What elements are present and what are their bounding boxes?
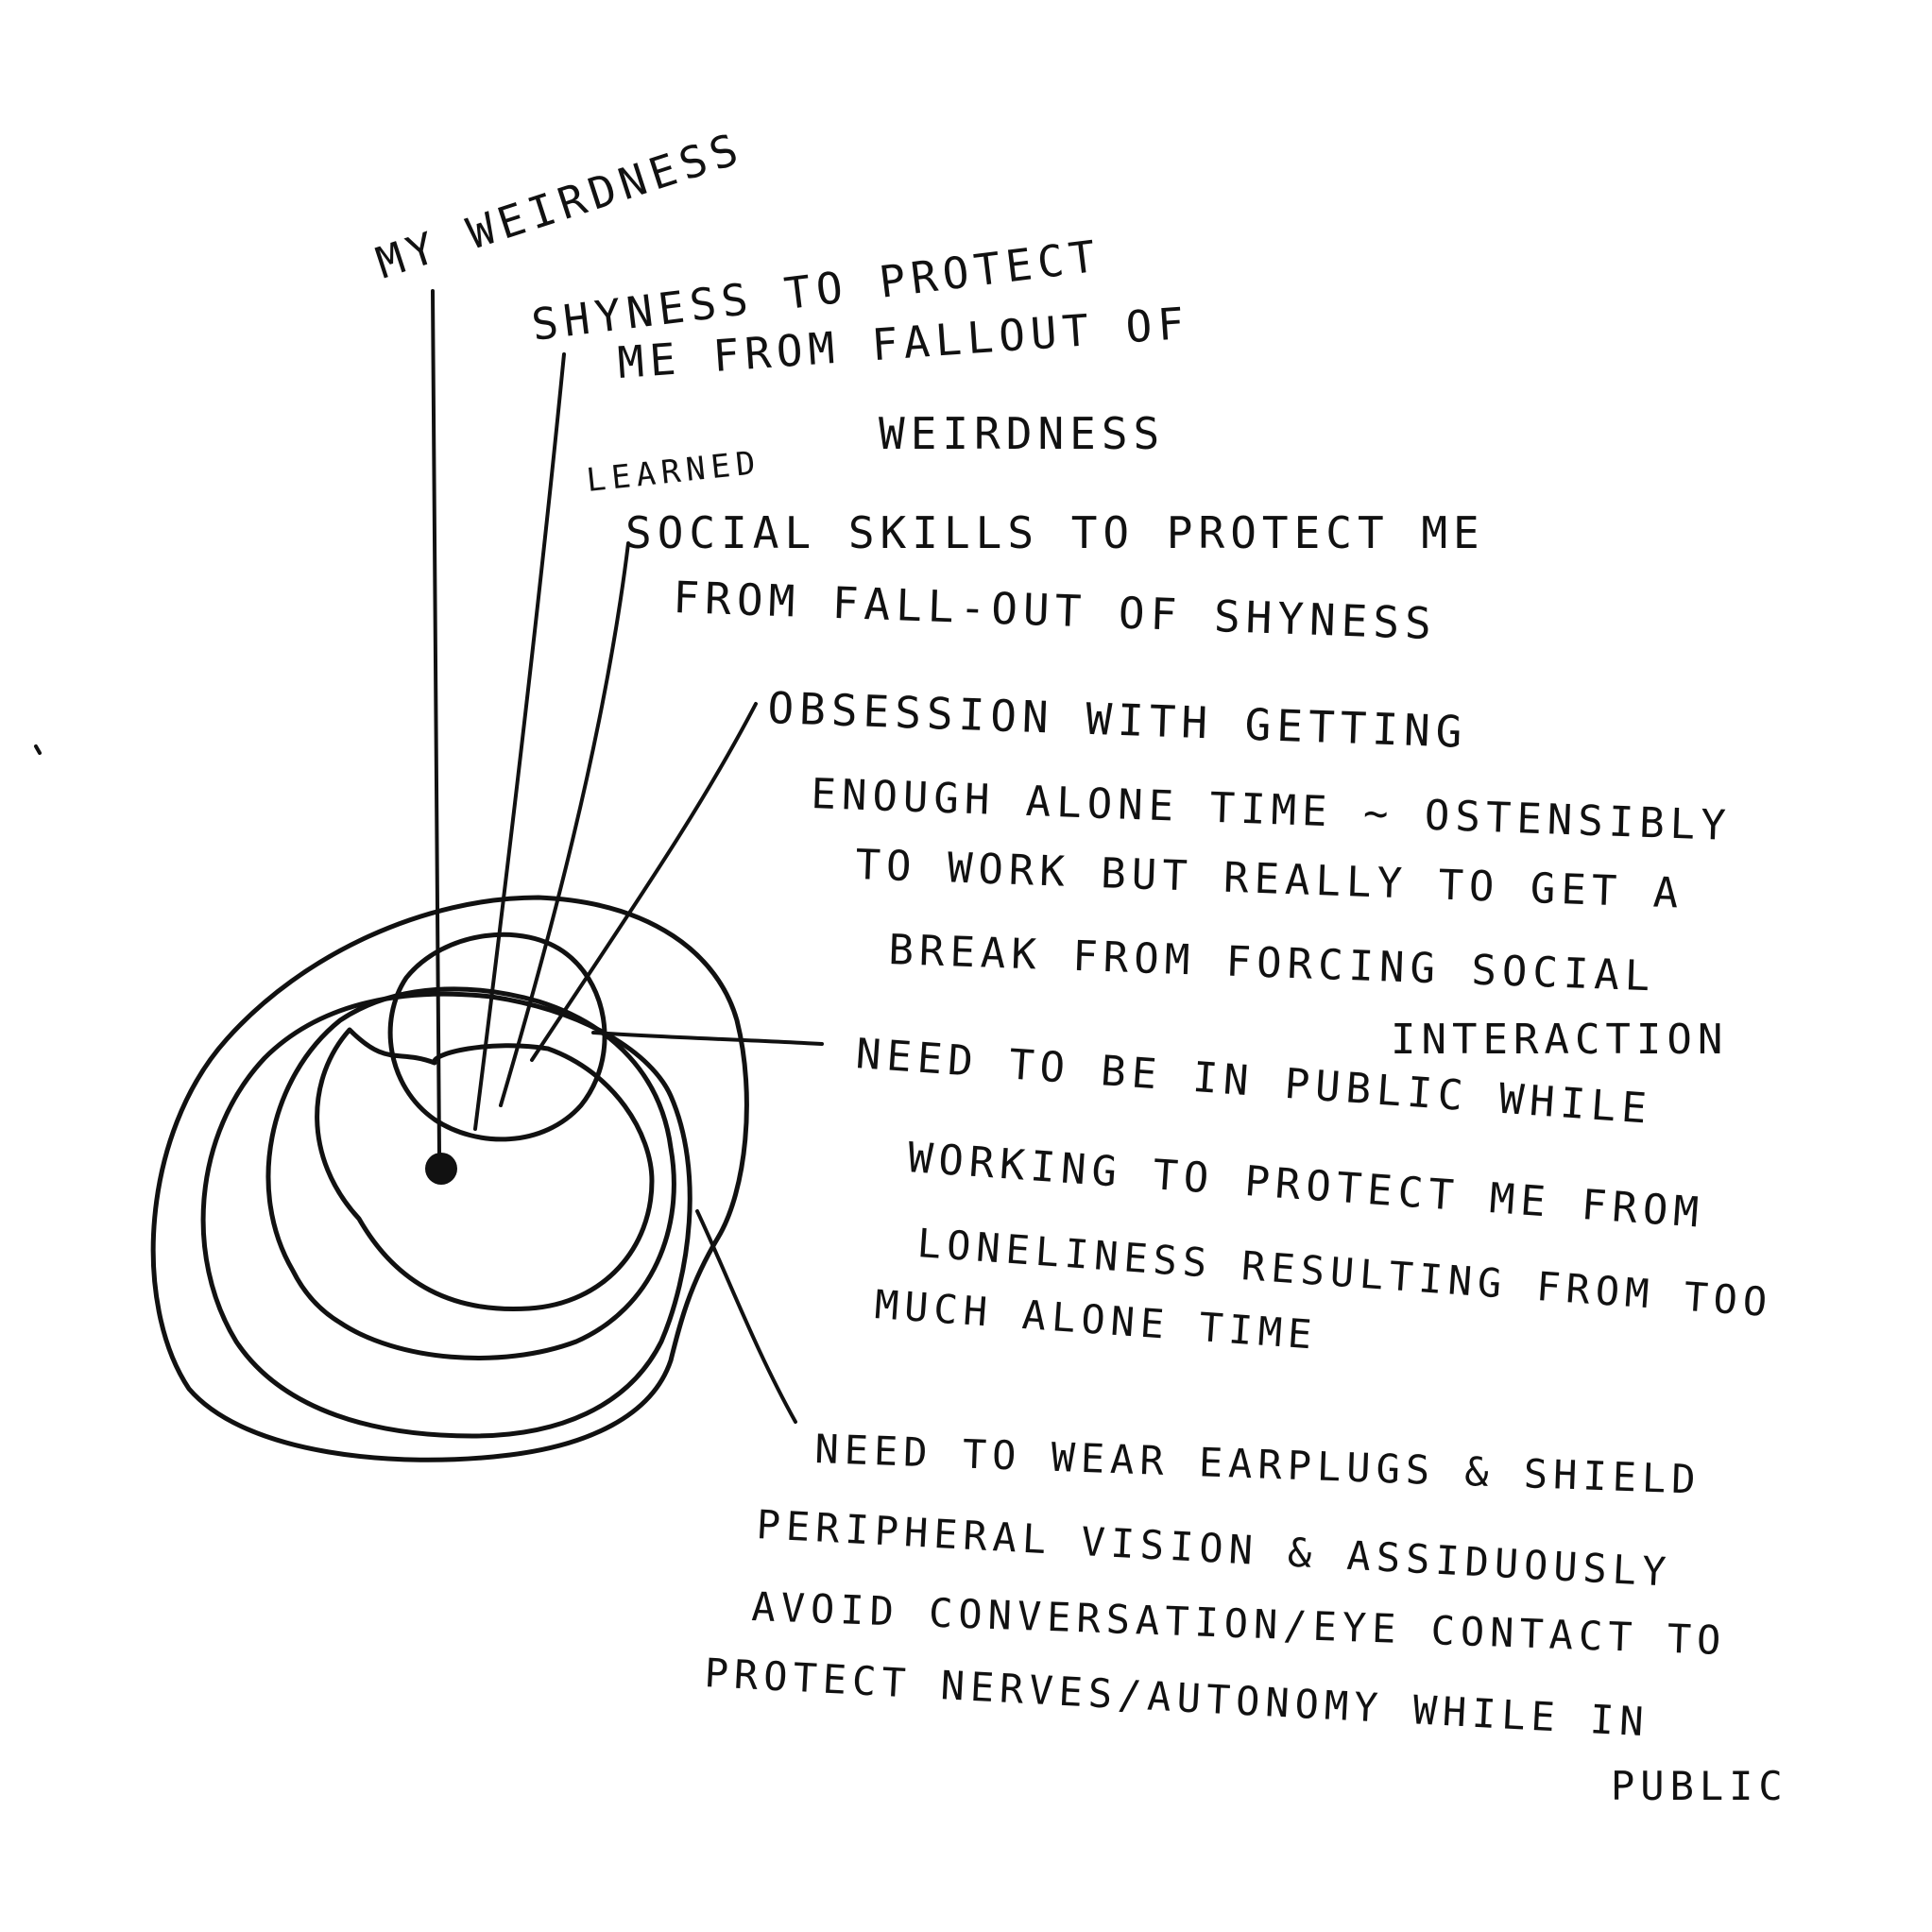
label-social-skills-line-1: LEARNED bbox=[585, 444, 762, 500]
label-shyness-line-3: WEIRDNESS bbox=[879, 408, 1165, 459]
label-alone-time-line-3: TO WORK BUT REALLY TO GET A bbox=[855, 841, 1684, 918]
label-earplugs-line-3: AVOID CONVERSATION/EYE CONTACT TO bbox=[751, 1583, 1728, 1664]
ring-2 bbox=[315, 1027, 655, 1312]
label-earplugs: NEED TO WEAR EARPLUGS & SHIELD PERIPHERA… bbox=[703, 1426, 1788, 1809]
leader-weirdness bbox=[431, 289, 441, 1156]
ring-4 bbox=[200, 991, 692, 1439]
label-earplugs-line-4: PROTECT NERVES/AUTONOMY WHILE IN bbox=[703, 1650, 1650, 1745]
leader-shyness bbox=[473, 352, 566, 1131]
label-alone-time-line-4: BREAK FROM FORCING SOCIAL bbox=[888, 926, 1657, 1000]
label-public-line-2: WORKING TO PROTECT ME FROM bbox=[906, 1134, 1705, 1238]
label-weirdness: MY WEIRDNESS bbox=[370, 122, 749, 288]
label-weirdness-line-1: MY WEIRDNESS bbox=[370, 122, 749, 288]
leader-earplugs bbox=[695, 1209, 797, 1424]
label-social-skills-line-3: FROM FALL-OUT OF SHYNESS bbox=[673, 572, 1438, 649]
label-earplugs-line-1: NEED TO WEAR EARPLUGS & SHIELD bbox=[814, 1426, 1702, 1503]
leader-alone-time bbox=[530, 702, 758, 1062]
label-public-line-4: MUCH ALONE TIME bbox=[873, 1281, 1319, 1359]
label-alone-time-line-5: INTERACTION bbox=[1391, 1016, 1728, 1064]
label-alone-time-line-1: OBSESSION WITH GETTING bbox=[767, 682, 1469, 758]
concentric-rings bbox=[150, 895, 749, 1462]
leader-lines bbox=[431, 289, 824, 1424]
ring-5 bbox=[150, 895, 749, 1462]
label-social-skills-line-2: SOCIAL SKILLS TO PROTECT ME bbox=[625, 507, 1485, 558]
label-social-skills: LEARNED SOCIAL SKILLS TO PROTECT ME FROM… bbox=[585, 444, 1485, 649]
center-dot bbox=[425, 1153, 457, 1185]
label-alone-time-line-2: ENOUGH ALONE TIME ~ OSTENSIBLY bbox=[811, 770, 1733, 850]
ring-3 bbox=[265, 986, 676, 1360]
label-shyness: SHYNESS TO PROTECT ME FROM FALLOUT OF WE… bbox=[529, 230, 1191, 459]
label-earplugs-line-5: PUBLIC bbox=[1611, 1763, 1788, 1809]
label-public: NEED TO BE IN PUBLIC WHILE WORKING TO PR… bbox=[854, 1030, 1774, 1359]
leader-social-skills bbox=[499, 541, 630, 1107]
stray-mark bbox=[34, 744, 42, 755]
label-alone-time: OBSESSION WITH GETTING ENOUGH ALONE TIME… bbox=[767, 682, 1733, 1064]
label-earplugs-line-2: PERIPHERAL VISION & ASSIDUOUSLY bbox=[755, 1501, 1672, 1596]
leader-public bbox=[591, 1031, 824, 1046]
ring-1 bbox=[387, 932, 607, 1142]
